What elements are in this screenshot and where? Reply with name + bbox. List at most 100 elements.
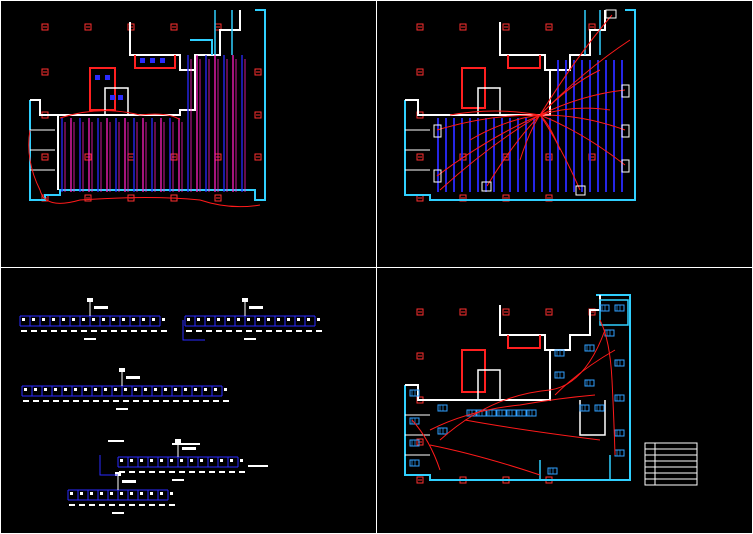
grid-marker bbox=[254, 153, 262, 161]
grid-marker bbox=[170, 153, 178, 161]
run-valve bbox=[130, 459, 133, 462]
run-valve bbox=[277, 318, 280, 321]
riser-head bbox=[242, 298, 248, 302]
feed-line bbox=[539, 69, 601, 116]
run-label-bar bbox=[163, 400, 169, 402]
grid-marker bbox=[254, 68, 262, 76]
run-valve bbox=[120, 459, 123, 462]
riser-tag bbox=[126, 376, 140, 379]
feed-line bbox=[439, 114, 541, 191]
run-label-bar bbox=[119, 504, 125, 506]
feed-line bbox=[539, 107, 611, 116]
run-valve bbox=[70, 492, 73, 495]
run-label-bar bbox=[229, 471, 235, 473]
radiator-unit bbox=[584, 379, 595, 387]
run-caption-bar bbox=[112, 512, 124, 514]
run-caption-bar bbox=[172, 479, 184, 481]
run-label-bar bbox=[51, 330, 57, 332]
run-label-bar bbox=[89, 504, 95, 506]
building-walls bbox=[29, 9, 266, 201]
run-label-bar bbox=[213, 400, 219, 402]
run-valve bbox=[142, 318, 145, 321]
run-valve bbox=[62, 318, 65, 321]
feed-line bbox=[436, 114, 541, 177]
run-label-bar bbox=[129, 471, 135, 473]
manifold-boxes bbox=[433, 9, 630, 196]
grid-marker bbox=[545, 23, 553, 31]
feed-line bbox=[469, 114, 541, 141]
radiator-unit bbox=[614, 394, 625, 402]
run-label-bar bbox=[43, 400, 49, 402]
run-label-bar bbox=[159, 471, 165, 473]
feed-line bbox=[519, 114, 541, 161]
heating-plan-3 bbox=[404, 294, 698, 486]
radiator-unit bbox=[584, 344, 595, 352]
supply-lines bbox=[411, 319, 616, 476]
heating-loops bbox=[61, 55, 246, 192]
run-label-bar bbox=[219, 471, 225, 473]
run-valve bbox=[64, 388, 67, 391]
run-valve bbox=[72, 318, 75, 321]
grid-marker bbox=[84, 23, 92, 31]
run-label-bar bbox=[316, 330, 322, 332]
riser-head bbox=[119, 368, 125, 372]
run-label-bar bbox=[226, 330, 232, 332]
run-label-bar bbox=[186, 330, 192, 332]
run-label-bar bbox=[91, 330, 97, 332]
feed-line bbox=[539, 14, 613, 116]
run-label-bar bbox=[139, 471, 145, 473]
run-label-bar bbox=[133, 400, 139, 402]
run-valve bbox=[194, 388, 197, 391]
run-label-bar bbox=[169, 504, 175, 506]
riser-head bbox=[115, 472, 121, 476]
radiator-unit bbox=[409, 389, 420, 397]
run-valve bbox=[237, 318, 240, 321]
run-label-bar bbox=[121, 330, 127, 332]
run-valve bbox=[230, 459, 233, 462]
grid-marker bbox=[416, 23, 424, 31]
radiator-unit bbox=[506, 409, 517, 417]
run-valve bbox=[112, 318, 115, 321]
run-label-bar bbox=[296, 330, 302, 332]
radiator-unit bbox=[547, 467, 558, 475]
run-valve bbox=[180, 459, 183, 462]
run-valve bbox=[74, 388, 77, 391]
grid-marker bbox=[416, 438, 424, 446]
feed-line bbox=[539, 114, 626, 131]
run-valve bbox=[214, 388, 217, 391]
run-label-bar bbox=[151, 330, 157, 332]
run-label-bar bbox=[196, 330, 202, 332]
run-valve bbox=[110, 492, 113, 495]
run-label-bar bbox=[153, 400, 159, 402]
run-valve bbox=[190, 459, 193, 462]
grid-markers bbox=[416, 23, 596, 202]
legend-table bbox=[644, 442, 698, 486]
run-valve bbox=[187, 318, 190, 321]
grid-marker bbox=[502, 153, 510, 161]
radiator-unit bbox=[579, 404, 590, 412]
grid-marker bbox=[416, 308, 424, 316]
radiator-unit bbox=[516, 409, 527, 417]
radiator-units bbox=[409, 304, 625, 475]
radiator-unit bbox=[437, 427, 448, 435]
run-valve bbox=[22, 318, 25, 321]
run-valve bbox=[224, 388, 227, 391]
run-label-bar bbox=[216, 330, 222, 332]
riser-tag bbox=[122, 480, 136, 483]
run-label-bar bbox=[79, 504, 85, 506]
run-valve bbox=[144, 388, 147, 391]
run-valve bbox=[204, 388, 207, 391]
run-label-bar bbox=[71, 330, 77, 332]
supply-lines bbox=[28, 110, 261, 208]
run-valve bbox=[120, 492, 123, 495]
run-valve bbox=[100, 492, 103, 495]
run-label-bar bbox=[239, 471, 245, 473]
run-valve bbox=[24, 388, 27, 391]
run-label-bar bbox=[21, 330, 27, 332]
run-valve bbox=[140, 492, 143, 495]
run-valve bbox=[54, 388, 57, 391]
grid-marker bbox=[170, 23, 178, 31]
run-connector bbox=[182, 320, 205, 341]
grid-marker bbox=[459, 153, 467, 161]
